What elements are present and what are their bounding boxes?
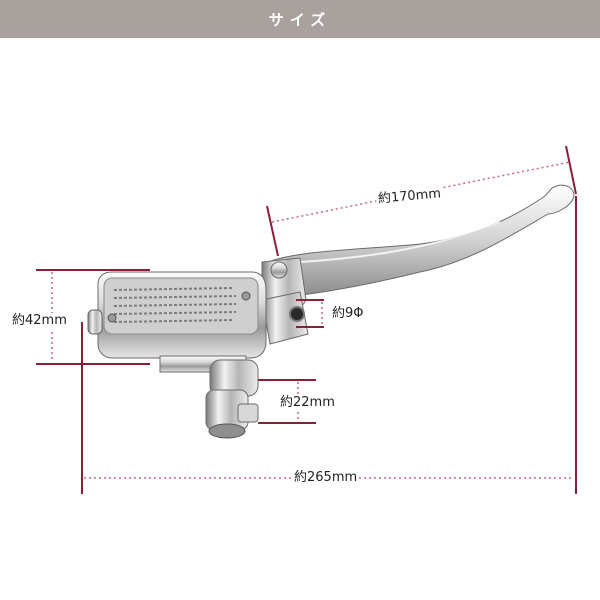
- cap-screw-right: [241, 291, 251, 301]
- outlet-collar: [237, 403, 259, 423]
- overall-length-label: 約265mm: [292, 470, 360, 486]
- mount-hole-label: 約9Φ: [330, 306, 366, 322]
- lever-dim-tick-right: [565, 145, 577, 195]
- height-label: 約42mm: [10, 313, 69, 329]
- page-title: サイズ: [268, 10, 332, 29]
- mount-hole: [289, 306, 305, 322]
- port-width-label: 約22mm: [278, 395, 337, 411]
- pivot-bolt: [270, 261, 288, 279]
- clamp-block: [261, 291, 309, 345]
- cap-engraving: [113, 287, 237, 323]
- title-bar: サイズ: [0, 0, 600, 38]
- cap-screw-left: [107, 313, 117, 323]
- lever-highlight: [299, 221, 501, 263]
- lever-dim-tick-left: [266, 205, 279, 257]
- brake-lever: [267, 184, 575, 297]
- outlet-tip: [208, 423, 246, 439]
- reservoir-endcap: [87, 309, 103, 335]
- reservoir-cap: [103, 277, 259, 335]
